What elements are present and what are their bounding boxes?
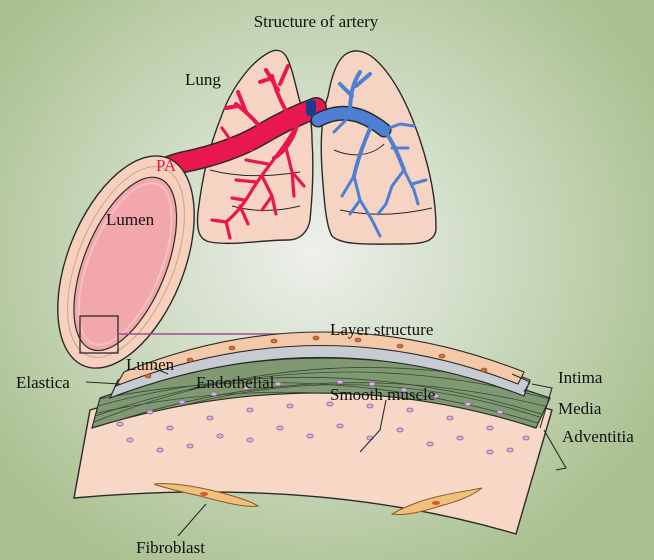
label-media: Media bbox=[558, 399, 602, 418]
label-adventitia: Adventitia bbox=[562, 427, 634, 446]
label-endothelial: Endothelial bbox=[196, 373, 275, 392]
label-lumen-top: Lumen bbox=[106, 210, 155, 229]
label-lumen-detail: Lumen bbox=[126, 355, 175, 374]
label-pa: PA bbox=[156, 156, 177, 175]
artery-vein-junction bbox=[306, 100, 316, 116]
label-layer-structure: Layer structure bbox=[330, 320, 433, 339]
label-elastica: Elastica bbox=[16, 373, 70, 392]
diagram-title: Structure of artery bbox=[254, 12, 379, 31]
label-intima: Intima bbox=[558, 368, 603, 387]
label-smooth-muscle: Smooth muscle bbox=[330, 385, 435, 404]
label-lung: Lung bbox=[185, 70, 221, 89]
label-fibroblast: Fibroblast bbox=[136, 538, 205, 557]
